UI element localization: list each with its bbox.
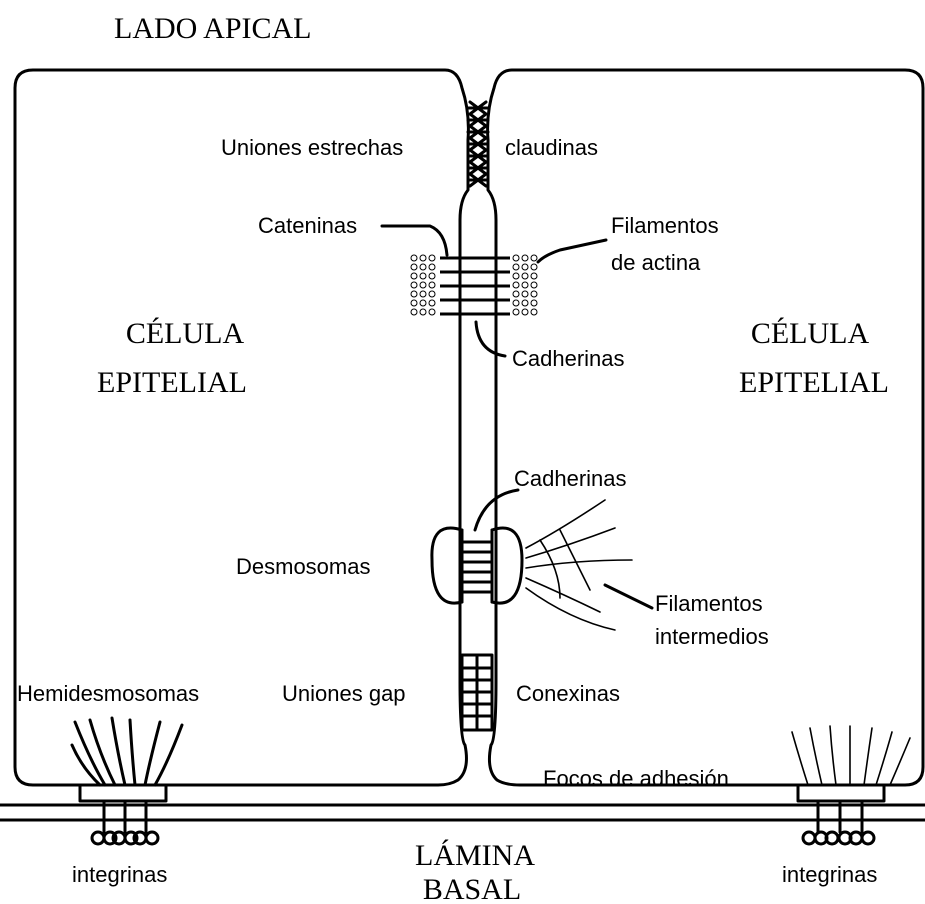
cadherins-adherens-leader (476, 322, 505, 356)
basal-lamina-label-line1: LÁMINA (415, 839, 535, 872)
hemidesmosome (72, 718, 182, 801)
intermediate-filaments (526, 500, 632, 630)
basal-lamina-label-line2: BASAL (423, 873, 521, 904)
catenins-leader (382, 226, 447, 255)
intermediate-filaments-label-line2: intermedios (655, 624, 769, 649)
desmosomes-label: Desmosomas (236, 554, 370, 579)
cadherins-adherens-label: Cadherinas (512, 346, 625, 371)
integrins-left (92, 801, 158, 844)
intermediate-filaments-label-line1: Filamentos (655, 591, 763, 616)
right-cell-outline (488, 70, 923, 785)
desmosome (432, 528, 522, 603)
claudins-label: claudinas (505, 135, 598, 160)
gap-junctions-label: Uniones gap (282, 681, 406, 706)
intermediate-leader (605, 585, 652, 608)
left-cell-outline (15, 70, 468, 785)
adherens-junction (440, 258, 510, 314)
actin-filaments-label-line1: Filamentos (611, 213, 719, 238)
catenins-label: Cateninas (258, 213, 357, 238)
cadherins-desmosome-label: Cadherinas (514, 466, 627, 491)
actin-filaments-label-line2: de actina (611, 250, 701, 275)
right-cell-label-line1: CÉLULA (751, 317, 870, 350)
integrins-left-label: integrinas (72, 862, 167, 887)
tight-junctions-label: Uniones estrechas (221, 135, 403, 160)
left-cell-label-line2: EPITELIAL (97, 366, 247, 399)
apical-side-label: LADO APICAL (114, 12, 312, 45)
actin-filaments-left (411, 255, 435, 315)
tight-junction (468, 102, 488, 186)
focal-adhesion (792, 726, 910, 801)
connexins-label: Conexinas (516, 681, 620, 706)
focal-adhesions-label: Focos de adhesión (543, 766, 729, 791)
integrins-right-label: integrinas (782, 862, 877, 887)
hemidesmosomes-label: Hemidesmosomas (17, 681, 199, 706)
actin-leader (538, 240, 606, 262)
right-cell-label-line2: EPITELIAL (739, 366, 889, 399)
integrins-right (803, 801, 874, 844)
left-cell-label-line1: CÉLULA (126, 317, 245, 350)
actin-filaments-right (513, 255, 537, 315)
gap-junction (462, 655, 492, 730)
